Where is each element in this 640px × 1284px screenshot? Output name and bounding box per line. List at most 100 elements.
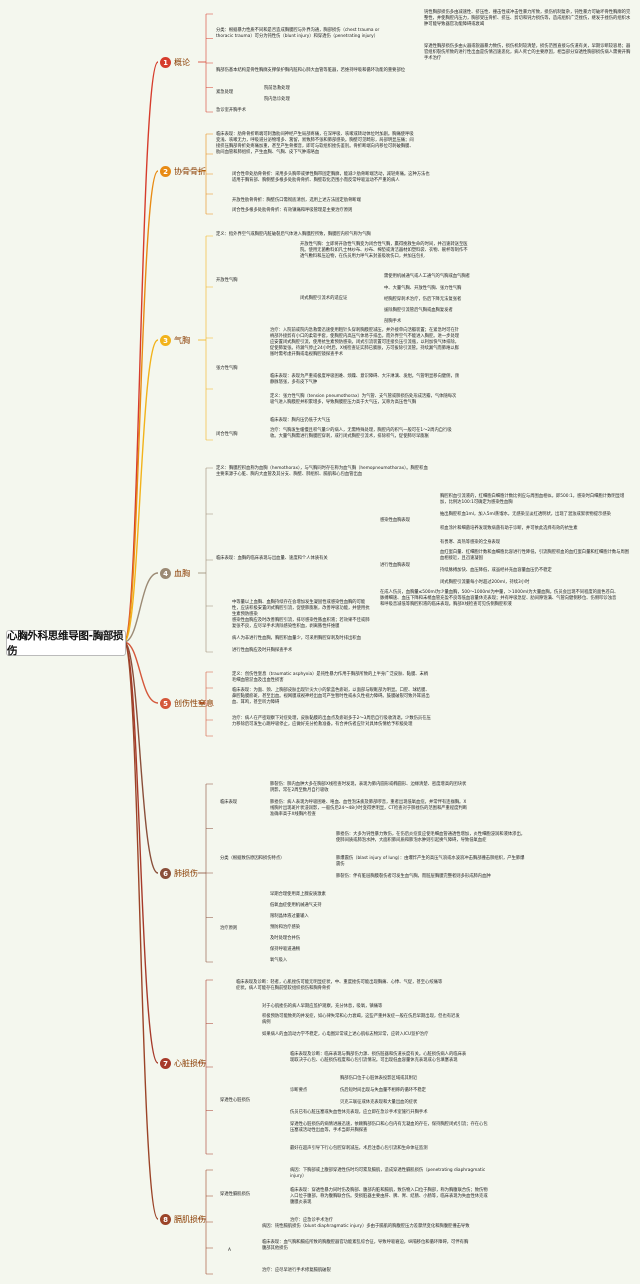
node-asphyxia-definition: 定义：创伤性窒息（traumatic asphyxia）是钝性暴力作用于胸部所致…: [232, 672, 429, 684]
node-indication-5: 剖胸手术: [384, 319, 402, 324]
node-emergency: 紧急处理: [216, 90, 234, 95]
branch-pneumothorax[interactable]: 3 气胸: [160, 335, 190, 346]
branch-label: 创伤性窒息: [174, 699, 214, 708]
node-closed-treat: 治疗：气胸发生缓慢且积气量少的病人，无需特殊处理，胸腔内的积气一般可在1～2周内…: [270, 428, 452, 440]
node-lung-blast: 肺爆震伤（blast injury of lung）：由爆炸产生的高压气浪或水波…: [336, 856, 525, 868]
number-badge-icon: 1: [160, 57, 171, 68]
node-lung-classification: 分类（根据致伤原因和损伤特点）: [220, 856, 285, 861]
branch-label: 协骨骨折: [174, 167, 206, 176]
node-open-pneumo-treat: 开放性气胸：立即将开放性气胸变为闭合性气胸，赢得挽救生命的时间，并迅速转送至医院…: [300, 242, 468, 260]
branch-label: 心脏损伤: [174, 1059, 206, 1068]
node-inhospital: 院内急诊处理: [264, 97, 290, 102]
node-diagnosis-points: 诊断要点: [290, 1088, 308, 1093]
node-indication-4: 拔除胸腔引流管后气胸或血胸复发者: [384, 308, 453, 313]
node-bd-treat: 治疗：应尽早进行手术修复膈肌破裂: [262, 1268, 331, 1273]
branch-heart-injury[interactable]: 7 心脏损伤: [160, 1058, 206, 1069]
branch-label: 气胸: [174, 336, 190, 345]
node-closed-pneumo: 闭合性气胸: [216, 432, 238, 437]
number-badge-icon: 7: [160, 1058, 171, 1069]
node-heart-icu: 如果病人的血流动力学不稳定，心电图异常或上述心肌标志物异常，应转入ICU监护治疗: [262, 1032, 429, 1037]
node-lung-treat-6: 保持呼吸道通畅: [270, 947, 301, 952]
node-tension-treat: 治疗：入院前或院内急救需迅速使用粗针头穿刺胸膜腔减压，并外接单向活瓣装置；在紧急…: [270, 328, 460, 358]
node-penetrating-clinical: 临床表现及诊断：临床表现与胸部伤力源、损伤脏器和伤道长度有关。心脏损伤病人的临床…: [290, 1052, 467, 1064]
node-hemo-volume: 在成人伤员，血胸量≤500ml为少量血胸，500～1000ml为中量，＞1000…: [380, 590, 619, 608]
node-diagnosis-2: 伤后短时间出现与失血量不相称的循环不稳定: [340, 1088, 426, 1093]
node-asphyxia-treat: 治疗：病人在严密观察下对症处理，皮肤黏膜的出血点及瘀斑多于2～3周后自行吸收消退…: [232, 716, 431, 728]
node-infective-hemo: 感染性血胸表现: [380, 518, 411, 523]
node-hemo-definition: 定义：胸膜腔积血称为血胸（hemothorax），与气胸同时存在称为血气胸（he…: [216, 466, 428, 478]
node-progressive-hemo: 进行性血胸表现: [380, 563, 411, 568]
node-blunt-injury: 钝性胸部损伤多由减速性、挤压性、撞击性或冲击性暴力所致，损伤机制复杂，钝性暴力可…: [424, 10, 631, 28]
node-infective-2: 抽出胸腔积血1ml，加入5ml蒸馏水，无感染呈淡红透明状，出现了混浊或絮状物提示…: [440, 512, 611, 517]
node-pd-treat: 治疗：应急诊手术治疗: [290, 1218, 333, 1223]
node-heart-contusion-clinical: 临床表现及诊断：轻者，心肌挫伤可能无明显症状，中、重度挫伤可能出现胸痛、心悸、气…: [236, 980, 443, 992]
node-progressive-3: 闭式胸腔引流量每小时超过200ml，持续3小时: [440, 580, 530, 585]
node-hemo-infective-treat: 感染性血胸应及时改善胸腔引流，排尽感染性脓血积液；若效果不佳或肺复张不良，应尽早…: [232, 618, 370, 630]
node-penetrating-progress: 穿透性心脏损伤的病情进展迅速，依赖胸部伤口和心包内有无凝血的存在，保持胸腔闭式引…: [290, 1122, 488, 1134]
node-lung-laceration-clinical: 肺裂伤：肺内血肿大多在胸部X线检查时发现，表现为肺内圆形或椭圆形、边缘清楚、密度…: [270, 782, 467, 794]
node-tension-clinical: 临床表现：表现为严重或极度呼吸困难、烦躁、意识障碍、大汗淋漓、发绀。气管明显移向…: [270, 374, 460, 386]
node-blunt-diaphragm-label: A: [228, 1248, 231, 1253]
node-rib-open: 开放性肋骨骨折：胸壁伤口需彻底清创，选用上述方法固定肋骨断端: [232, 198, 361, 203]
branch-label: 概论: [174, 58, 190, 67]
node-rib-single: 闭合性单处肋骨骨折：采用多头胸带或弹性胸带固定胸廓，能减少肋骨断端活动，减轻疼痛…: [232, 172, 430, 184]
node-hemo-surgery: 进行性血胸应及时开胸探查手术: [232, 648, 293, 653]
number-badge-icon: 5: [160, 698, 171, 709]
number-badge-icon: 6: [160, 868, 171, 879]
node-pd-cause: 病因：下胸部或上腹部穿透性伤时均可累及膈肌，造成穿透性膈肌损伤（penetrat…: [290, 1168, 486, 1180]
branch-label: 血胸: [174, 569, 190, 578]
node-infective-4: 有畏寒、高热等感染的全身表现: [440, 540, 501, 545]
node-tension-definition: 定义：张力性气胸（tension pneumothorax）为气管、支气管或肺损…: [270, 394, 457, 406]
number-badge-icon: 2: [160, 166, 171, 177]
node-heart-monitor: 对于心肌挫伤的病人早期应监护观察，充分休息，吸氧，镇痛等: [262, 1004, 383, 1009]
node-penetrating-surgery: 伤员已有心脏压塞或失血性休克表现，应立即在急诊手术室施行开胸手术: [290, 1110, 428, 1115]
node-tension-pneumo: 张力性气胸: [216, 366, 238, 371]
node-penetrating-heart: 穿透性心脏损伤: [220, 1098, 251, 1103]
branch-traumatic-asphyxia[interactable]: 5 创伤性窒息: [160, 698, 214, 709]
branch-lung-injury[interactable]: 6 肺损伤: [160, 868, 198, 879]
node-progressive-1: 血红蛋白量、红细胞计数和血细胞比容进行性降低，引流胸腔积血的血红蛋白量和红细胞计…: [440, 550, 630, 562]
node-drainage-indications: 闭式胸腔引流术的适应证: [300, 296, 348, 301]
node-hemo-puncture: 病人为非进行性血胸，胸腔积血量少，可采用胸腔穿刺及时排出积血: [232, 636, 361, 641]
branch-label: 肺损伤: [174, 869, 198, 878]
node-rib-clinical: 临床表现：肋骨骨折断端可刺激肋间神经产生局部疼痛，在深呼吸、咳嗽或转动体位时加剧…: [216, 132, 414, 156]
mind-map-root[interactable]: 心胸外科思维导图-胸部损伤: [6, 630, 126, 657]
number-badge-icon: 4: [160, 568, 171, 579]
node-bd-cause: 病因：钝性膈肌损伤（blunt diaphragmatic injury）多由于…: [262, 1224, 470, 1229]
node-prehospital: 院前急救处理: [264, 86, 290, 91]
node-infective-3: 积血涂片和细菌培养发现致病菌有助于诊断，并可依此选择有效的抗生素: [440, 526, 578, 531]
node-pd-clinical: 临床表现：穿透性暴力同时伤及胸部、腹部内脏和膈肌，致伤物入口位于胸部，称为胸腹联…: [290, 1188, 488, 1206]
node-closed-clinical: 临床表现：胸内压仍低于大气压: [270, 418, 331, 423]
node-penetrating-injury: 穿透性胸部损伤多由火器或锐器暴力致伤，损伤机制较清楚，损伤范围直接与伤道有关，早…: [424, 44, 631, 62]
node-penetrating-puncture: 最好在超声引导下行心包腔穿刺减压，术后注意心包引流和生命体征监测: [290, 1146, 428, 1151]
branch-overview[interactable]: 1 概论: [160, 57, 190, 68]
node-lung-laceration: 肺裂伤：伴有脏层胸膜裂伤者可发生血气胸，而脏层胸膜完整者则多形成肺内血肿: [336, 874, 491, 879]
node-asphyxia-clinical: 临床表现：为面、颈、上胸部皮肤出现针尖大小的紫蓝色瘀斑，以面部与眼眶部为明显。口…: [232, 688, 430, 706]
node-indication-1: 需使用机械通气或人工通气的气胸或血气胸者: [384, 274, 470, 279]
node-rib-multiple: 闭合性多根多处肋骨骨折：有效镇痛和呼吸管理是主要治疗原则: [232, 208, 353, 213]
node-penetrating-diaphragm: 穿透性膈肌损伤: [220, 1192, 251, 1197]
node-hemo-drainage: 中等量以上血胸、血胸持续存在会增加发生凝固性或感染性血胸的可能性，应该积极安置闭…: [232, 600, 370, 618]
branch-label: 膈肌损伤: [174, 1215, 206, 1224]
node-lung-contusion: 肺挫伤：大多为钝性暴力致伤，在伤后炎症反应使毛细血管通透性增加，炎性细胞浸润和液…: [336, 832, 526, 844]
node-pneumo-definition: 定义：指外界空气或胸腔内脏破裂后气体进入胸膜腔所致，胸膜腔内积气称为气胸: [216, 232, 371, 237]
branch-hemothorax[interactable]: 4 血胸: [160, 568, 190, 579]
node-progressive-2: 持续脉搏加快、血压降低，或虽经补充血容量血压仍不稳定: [440, 568, 552, 573]
node-lung-treat-4: 预防和治疗感染: [270, 925, 301, 930]
branch-diaphragm-injury[interactable]: 8 膈肌损伤: [160, 1214, 206, 1225]
node-bd-clinical: 临床表现：血气胸和膈疝所致的胸腹腔器官功能紊乱综合征，导致呼吸窘迫，纵隔移位和循…: [262, 1240, 469, 1252]
node-lung-treat-2: 低氧血症使用机械通气支持: [270, 903, 322, 908]
node-lung-treat-7: 氧气吸入: [270, 958, 288, 963]
branch-rib-fracture[interactable]: 2 协骨骨折: [160, 166, 206, 177]
node-indication-2: 中、大量气胸、开放性气胸、张力性气胸: [384, 286, 462, 291]
node-diagnosis-3: 贝克三联征或休克表现和大量出血的症状: [340, 1100, 418, 1105]
node-lung-clinical: 临床表现: [220, 800, 238, 805]
node-overview-classification: 分类：根据暴力性质不同和是否造成胸膜腔与外界沟通，胸部损伤（chest trau…: [216, 28, 380, 40]
node-er-thoracotomy: 急诊室开胸手术: [216, 108, 247, 113]
node-diagnosis-1: 胸部伤口位于心脏体表投影区域或其附近: [340, 1076, 418, 1081]
node-indication-3: 经胸腔穿刺术治疗，伤后下降无法复张者: [384, 297, 462, 302]
number-badge-icon: 3: [160, 335, 171, 346]
node-infective-1: 胸腔积血引流液的，红细胞白细胞计数比例应与周围血相似，即500:1，感染时白细胞…: [440, 494, 625, 506]
